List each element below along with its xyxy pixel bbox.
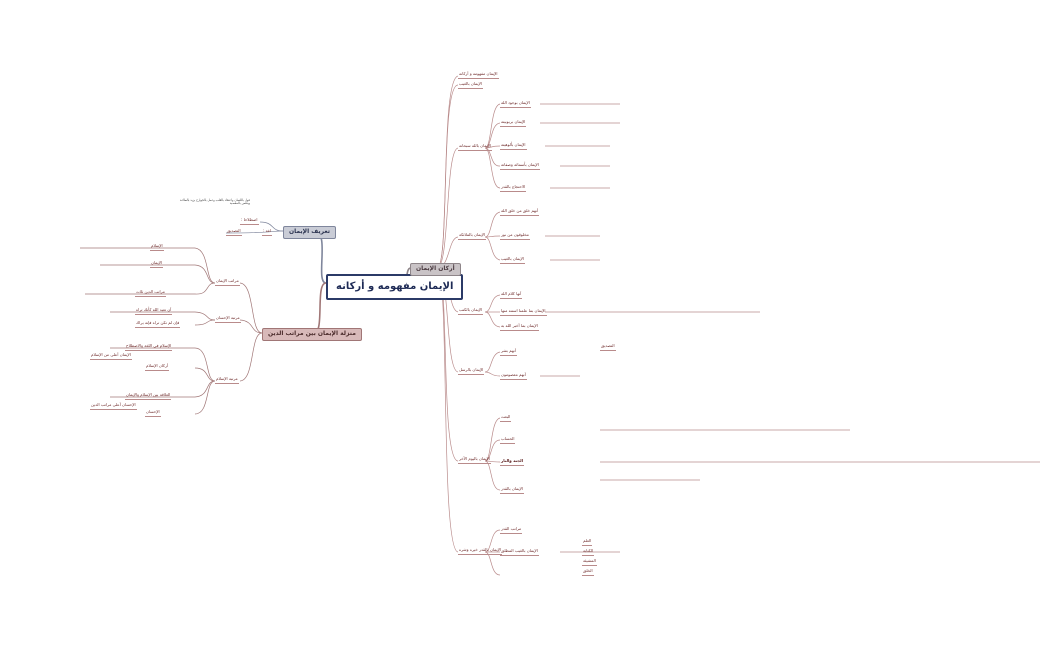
leaf-b2[interactable]: مخلوقون من نور bbox=[500, 232, 530, 240]
leaf-k4[interactable]: الإسلام في اللغة والاصطلاح bbox=[125, 343, 173, 351]
leaf-b1[interactable]: أنهم خلق من خلق الله bbox=[500, 208, 540, 216]
leaf-k3[interactable]: الإحسان bbox=[145, 409, 161, 417]
leaf-h2[interactable]: الإيمان بالغيب المطلق bbox=[500, 548, 539, 556]
rukn-allah[interactable]: الإيمان بالله سبحانه bbox=[458, 143, 493, 151]
leaf-k5[interactable]: أركان الإسلام bbox=[145, 363, 169, 371]
branch-manzila[interactable]: منزلة الإيمان بين مراتب الدين bbox=[262, 328, 362, 341]
manzila-islam[interactable]: مرتبة الإسلام bbox=[215, 376, 239, 384]
leaf-a4[interactable]: الإيمان بأسمائه وصفاته bbox=[500, 162, 540, 170]
leaf-g1[interactable]: مراتب القدر bbox=[500, 526, 523, 534]
rukn-qadar[interactable]: الإيمان بالقدر خيره وشره bbox=[458, 547, 502, 555]
leaf-a1[interactable]: الإيمان بوجود الله bbox=[500, 100, 531, 108]
rukn-rusul[interactable]: الإيمان بالرسل bbox=[458, 367, 485, 375]
manzila-ihsan[interactable]: مرتبة الإحسان bbox=[215, 315, 241, 323]
branch-arkan[interactable]: أركان الإيمان bbox=[410, 263, 461, 276]
rukn-yawm[interactable]: الإيمان باليوم الآخر bbox=[458, 456, 491, 464]
leaf-g2[interactable]: الاحتجاج بالقدر bbox=[500, 184, 527, 192]
leaf-d2[interactable]: أنهم معصومون bbox=[500, 372, 527, 380]
tarif-tasdiq[interactable]: التصديق bbox=[226, 228, 242, 236]
leaf-tasdiq-r[interactable]: التصديق bbox=[600, 343, 616, 351]
leaf-f3[interactable]: المشيئة bbox=[582, 558, 597, 566]
rukn-kutub[interactable]: الإيمان بالكتب bbox=[458, 307, 484, 315]
leaf-f2[interactable]: الكتابة bbox=[582, 548, 595, 556]
leaf-a2[interactable]: الإيمان بربوبيته bbox=[500, 119, 527, 127]
leaf-k8[interactable]: أن تعبد الله كأنك تراه bbox=[135, 307, 173, 315]
leaf-rukn7[interactable]: الإيمان بالقدر bbox=[500, 486, 524, 494]
leaf-k2[interactable]: الإيمان bbox=[150, 260, 163, 268]
leaf-h1[interactable]: الإيمان بما أخبر الله به bbox=[500, 323, 539, 331]
manzila-maratib[interactable]: مراتب الإيمان bbox=[215, 278, 240, 286]
leaf-k9[interactable]: فإن لم تكن تراه فإنه يراك bbox=[135, 320, 181, 328]
leaf-e3[interactable]: الجنة والنار bbox=[500, 458, 525, 466]
leaf-f4[interactable]: الخلق bbox=[582, 568, 594, 576]
leaf-d1[interactable]: أنهم بشر bbox=[500, 348, 517, 356]
leaf-k6[interactable]: العلاقة بين الإسلام والإيمان bbox=[125, 392, 172, 400]
central-topic[interactable]: الإيمان مفهومه و أركانه bbox=[326, 274, 464, 300]
leaf-c2[interactable]: الإيمان بما علمنا اسمه منها bbox=[500, 308, 547, 316]
leaf-c1[interactable]: أنها كلام الله bbox=[500, 291, 523, 299]
tarif-definition: قول باللسان واعتقاد بالقلب وعمل بالجوارح… bbox=[179, 198, 250, 206]
rukn-malaika[interactable]: الإيمان بالملائكة bbox=[458, 232, 486, 240]
leaf-k11[interactable]: الإحسان أعلى مراتب الدين bbox=[90, 402, 137, 410]
top-item-2[interactable]: الإيمان بالغيب bbox=[458, 81, 483, 89]
tarif-lugha[interactable]: لغة : bbox=[262, 228, 272, 236]
top-item-1[interactable]: الإيمان مفهومه و أركانه bbox=[458, 71, 499, 79]
leaf-f1[interactable]: العلم bbox=[582, 538, 593, 546]
leaf-k7[interactable]: مراتب الدين ثلاث bbox=[135, 289, 166, 297]
leaf-k1[interactable]: الإسلام bbox=[150, 243, 164, 251]
leaf-a3[interactable]: الإيمان بألوهيته bbox=[500, 142, 527, 150]
leaf-rukn8[interactable]: الإيمان بالغيب bbox=[500, 256, 525, 264]
tarif-istilah[interactable]: اصطلاحا : bbox=[240, 217, 259, 225]
branch-tarif[interactable]: تعريف الإيمان bbox=[283, 226, 337, 239]
leaf-k10[interactable]: الإيمان أعلى من الإسلام bbox=[90, 352, 132, 360]
leaf-e1[interactable]: البعث bbox=[500, 414, 512, 422]
leaf-e2[interactable]: الحساب bbox=[500, 436, 516, 444]
